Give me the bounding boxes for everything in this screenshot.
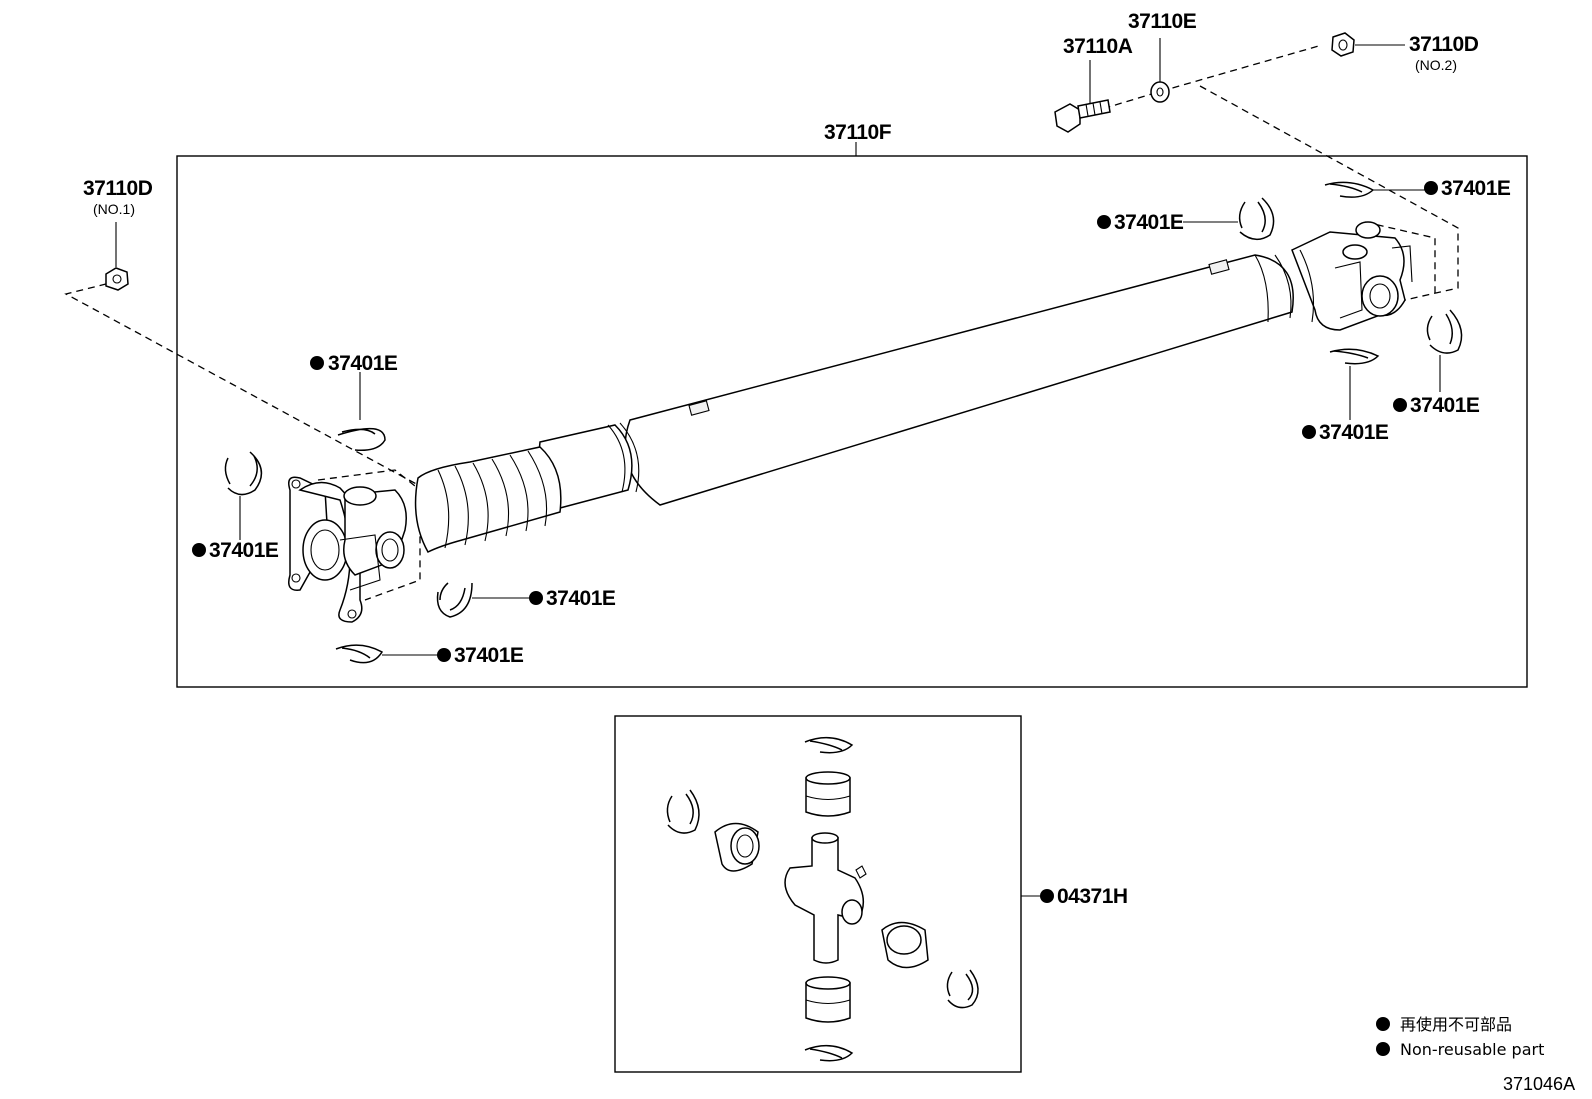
- label-37110e: 37110E: [1128, 10, 1197, 33]
- legend-text-jp: 再使用不可部品: [1400, 1015, 1512, 1034]
- legend-bullet: [1376, 1017, 1390, 1031]
- snap-ring-3: [436, 582, 473, 618]
- spider-kit-parts: [666, 736, 979, 1062]
- snap-ring-1: [337, 427, 386, 452]
- snap-ring-7: [1329, 348, 1380, 365]
- non-reusable-mark: [1040, 889, 1054, 903]
- non-reusable-mark: [1097, 215, 1111, 229]
- front-flange-yoke: [288, 476, 407, 623]
- snap-ring-8: [1426, 309, 1463, 354]
- label-37401e: 37401E: [454, 644, 524, 667]
- label-37401e: 37401E: [1441, 177, 1511, 200]
- label-37401e: 37401E: [1319, 421, 1389, 444]
- rubber-boot: [414, 446, 562, 553]
- spider-kit-frame: [614, 715, 1022, 1073]
- label-37110a: 37110A: [1063, 35, 1133, 58]
- washer-37110e: [1150, 81, 1170, 103]
- label-no2: (NO.2): [1415, 57, 1457, 73]
- legend-bullet: [1376, 1042, 1390, 1056]
- label-no1: (NO.1): [93, 201, 135, 217]
- non-reusable-mark: [529, 591, 543, 605]
- non-reusable-mark: [1302, 425, 1316, 439]
- label-37401e: 37401E: [209, 539, 279, 562]
- propeller-shaft: [538, 254, 1294, 509]
- non-reusable-mark: [1424, 181, 1438, 195]
- non-reusable-mark: [1393, 398, 1407, 412]
- label-37110f: 37110F: [824, 121, 892, 144]
- label-37401e: 37401E: [1410, 394, 1480, 417]
- label-37401e: 37401E: [546, 587, 616, 610]
- snap-ring-6: [1324, 181, 1375, 198]
- snap-ring-2: [224, 451, 263, 496]
- label-37401e: 37401E: [328, 352, 398, 375]
- non-reusable-mark: [310, 356, 324, 370]
- snap-ring-5: [1238, 197, 1275, 241]
- label-37401e: 37401E: [1114, 211, 1184, 234]
- assembly-line-left: [64, 280, 421, 487]
- non-reusable-mark: [437, 648, 451, 662]
- illustration-code: 371046A: [1503, 1074, 1575, 1094]
- label-37110d-no1: 37110D: [83, 177, 153, 200]
- rear-flange-yoke: [1291, 221, 1413, 331]
- label-04371h: 04371H: [1057, 885, 1128, 908]
- label-37110d-no2: 37110D: [1409, 33, 1479, 56]
- legend-text-en: Non-reusable part: [1400, 1040, 1544, 1059]
- nut-37110d-no1: [105, 267, 129, 291]
- bolt-37110a: [1054, 99, 1111, 133]
- flange-dash-right: [1364, 221, 1436, 296]
- nut-37110d-no2: [1331, 32, 1355, 57]
- non-reusable-mark: [192, 543, 206, 557]
- snap-ring-4: [335, 644, 384, 664]
- assembly-line-right: [1199, 85, 1459, 301]
- shaft-assembly-frame: [176, 155, 1528, 688]
